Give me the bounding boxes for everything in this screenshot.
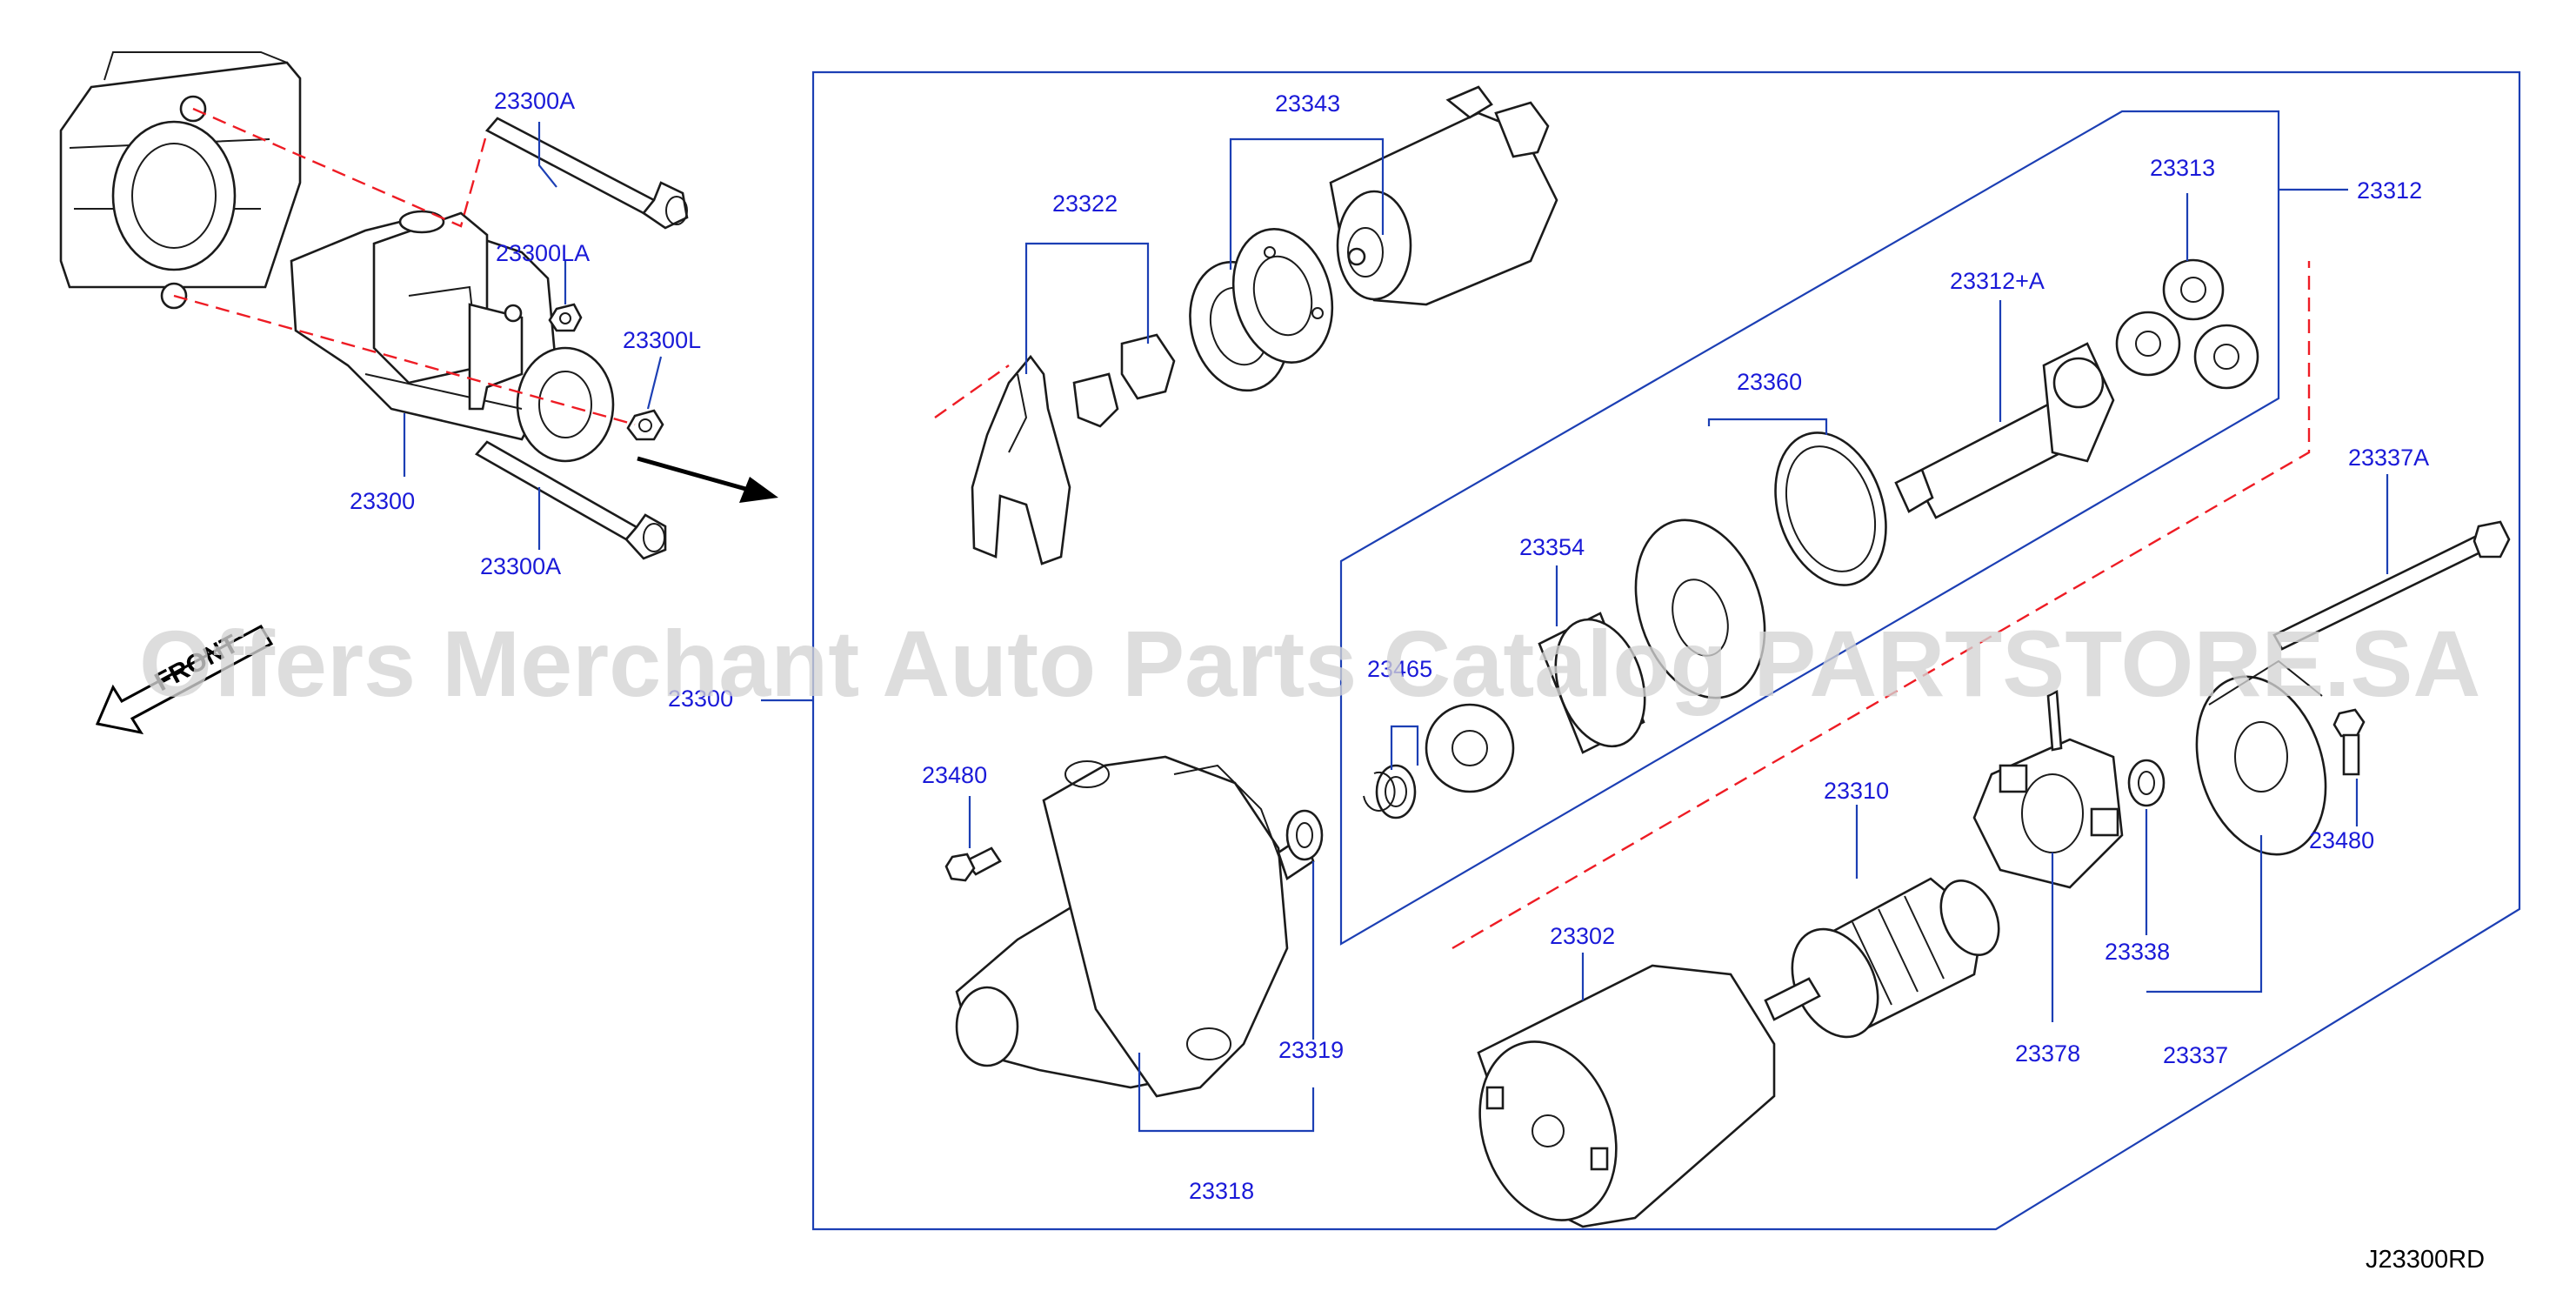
through-bolt-23337A: [2272, 520, 2511, 651]
watermark-text: Offers Merchant Auto Parts Catalog PARTS…: [139, 611, 2480, 716]
label-23300-frame: 23300: [668, 686, 733, 712]
label-23302: 23302: [1550, 923, 1615, 949]
label-23465: 23465: [1367, 656, 1432, 682]
pinion-gear-23465: [1363, 703, 1515, 819]
front-housing-23318: [955, 755, 1315, 1098]
exploded-view-frame: [811, 70, 2521, 1231]
label-23338: 23338: [2105, 939, 2170, 965]
sub-assembly-frame-23312: [1339, 110, 2280, 946]
gear-housing-23354: [1538, 518, 1766, 754]
alignment-line-upper: [192, 107, 489, 228]
label-23343: 23343: [1275, 90, 1340, 117]
label-23300LA: 23300LA: [496, 240, 590, 266]
screw-23480-left: [944, 846, 1002, 882]
label-23337A: 23337A: [2348, 445, 2429, 471]
label-23312: 23312: [2357, 177, 2422, 204]
nut-23300LA: [548, 303, 583, 332]
leader-lines: [403, 122, 2389, 1133]
brush-holder-23378: [1972, 689, 2124, 889]
direction-arrow: [637, 456, 778, 503]
bushing-23319: [1285, 809, 1324, 861]
bushing-23338: [2127, 759, 2166, 807]
label-23300A-top: 23300A: [494, 88, 575, 114]
shift-lever-23322: [971, 333, 1176, 565]
label-23337: 23337: [2163, 1042, 2228, 1068]
solenoid-switch-23343: [1329, 85, 1558, 306]
gasket-plates-23343: [1189, 228, 1334, 392]
label-23300-left: 23300: [350, 488, 415, 514]
bolt-23300A-top: [484, 117, 689, 230]
label-23360: 23360: [1737, 369, 1802, 395]
label-23480-right: 23480: [2309, 827, 2374, 853]
label-23300A-bottom: 23300A: [480, 553, 561, 579]
pinion-shaft-23312A: [1894, 342, 2115, 519]
lever-alignment-dashed: [934, 365, 1010, 418]
armature-23310: [1764, 877, 2000, 1039]
label-23319: 23319: [1278, 1037, 1344, 1063]
label-23300L: 23300L: [623, 327, 701, 353]
engine-block-illustration: [59, 51, 302, 310]
label-23322: 23322: [1052, 191, 1118, 217]
part-labels: 23300A 23300LA 23300L 23300 23300A 23300…: [350, 88, 2429, 1204]
label-23312A: 23312+A: [1950, 268, 2045, 294]
label-23480-left: 23480: [922, 762, 987, 788]
rear-cover-23337: [2195, 659, 2327, 856]
nut-23300L: [626, 409, 664, 441]
bolt-23300A-bottom: [474, 440, 667, 560]
yoke-23302: [1477, 964, 1776, 1228]
label-23313: 23313: [2150, 155, 2215, 181]
label-23354: 23354: [1519, 534, 1585, 560]
label-23318: 23318: [1189, 1178, 1254, 1204]
label-23310: 23310: [1824, 778, 1889, 804]
label-23378: 23378: [2015, 1040, 2080, 1067]
armature-alignment-dashed: [1452, 261, 2311, 950]
drawing-code: J23300RD: [2366, 1246, 2485, 1274]
alignment-line-lower: [173, 294, 636, 426]
planetary-gears-23313: [2115, 258, 2259, 390]
internal-gear-ring-23360: [1774, 431, 1887, 586]
screw-23480-right: [2332, 708, 2366, 776]
